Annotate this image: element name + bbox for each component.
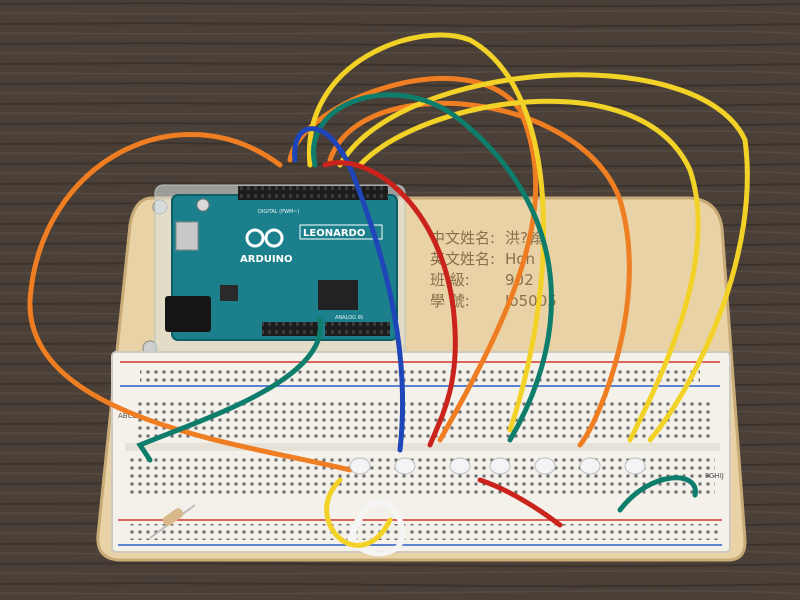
cn-name-value: 洪?翰 — [505, 229, 543, 247]
brand-label: ARDUINO — [240, 254, 292, 265]
wire-yellow — [307, 32, 547, 433]
bottom-power-rail — [128, 524, 718, 540]
led-row — [349, 457, 646, 475]
led — [534, 457, 556, 475]
analog-pin-label: ANALOG IN — [335, 315, 363, 321]
seat-value: Jo5005 — [504, 292, 557, 310]
terminal-strip-top — [135, 398, 710, 440]
top-power-rail — [140, 366, 700, 382]
row-letters-right: FGHIJ — [705, 472, 724, 480]
wire-yellow — [357, 98, 701, 443]
cn-name-label: 中文姓名: — [430, 229, 495, 247]
model-label: LEONARDO — [303, 228, 365, 239]
arduino-infinity-logo-icon — [245, 228, 284, 248]
wire-green-jumper — [617, 475, 698, 513]
wire-orange — [27, 131, 353, 473]
reset-button[interactable] — [196, 198, 210, 212]
analog-header — [325, 322, 390, 336]
en-name-label: 英文姓名: — [430, 250, 495, 268]
power-header — [262, 322, 322, 336]
usb-port — [175, 221, 199, 251]
terminal-strip-bottom — [130, 455, 715, 497]
led — [349, 457, 371, 475]
led — [579, 457, 601, 475]
wire-blue — [292, 126, 406, 453]
dc-jack — [165, 296, 211, 332]
arduino-board: ARDUINO LEONARDO DIGITAL (PWM~) ANALOG I… — [165, 186, 398, 341]
regulator — [220, 285, 238, 301]
led — [624, 457, 646, 475]
led — [449, 457, 471, 475]
wire-red — [322, 160, 458, 448]
wire-yellow-jumper — [324, 477, 393, 548]
led — [394, 457, 416, 475]
digital-pin-label: DIGITAL (PWM~) — [258, 209, 300, 215]
wire-yellow — [337, 72, 750, 443]
row-letters-left: ABCDE — [118, 412, 142, 420]
wire-green — [136, 317, 323, 463]
center-channel — [125, 443, 720, 451]
breadboard: ABCDE FGHIJ — [111, 351, 731, 553]
microcontroller-chip — [318, 280, 358, 310]
resistor — [149, 504, 196, 539]
wire-red-jumper — [477, 477, 563, 528]
wire-orange — [327, 100, 632, 448]
led — [489, 457, 511, 475]
digital-header — [238, 186, 388, 200]
wire-green — [311, 92, 554, 443]
